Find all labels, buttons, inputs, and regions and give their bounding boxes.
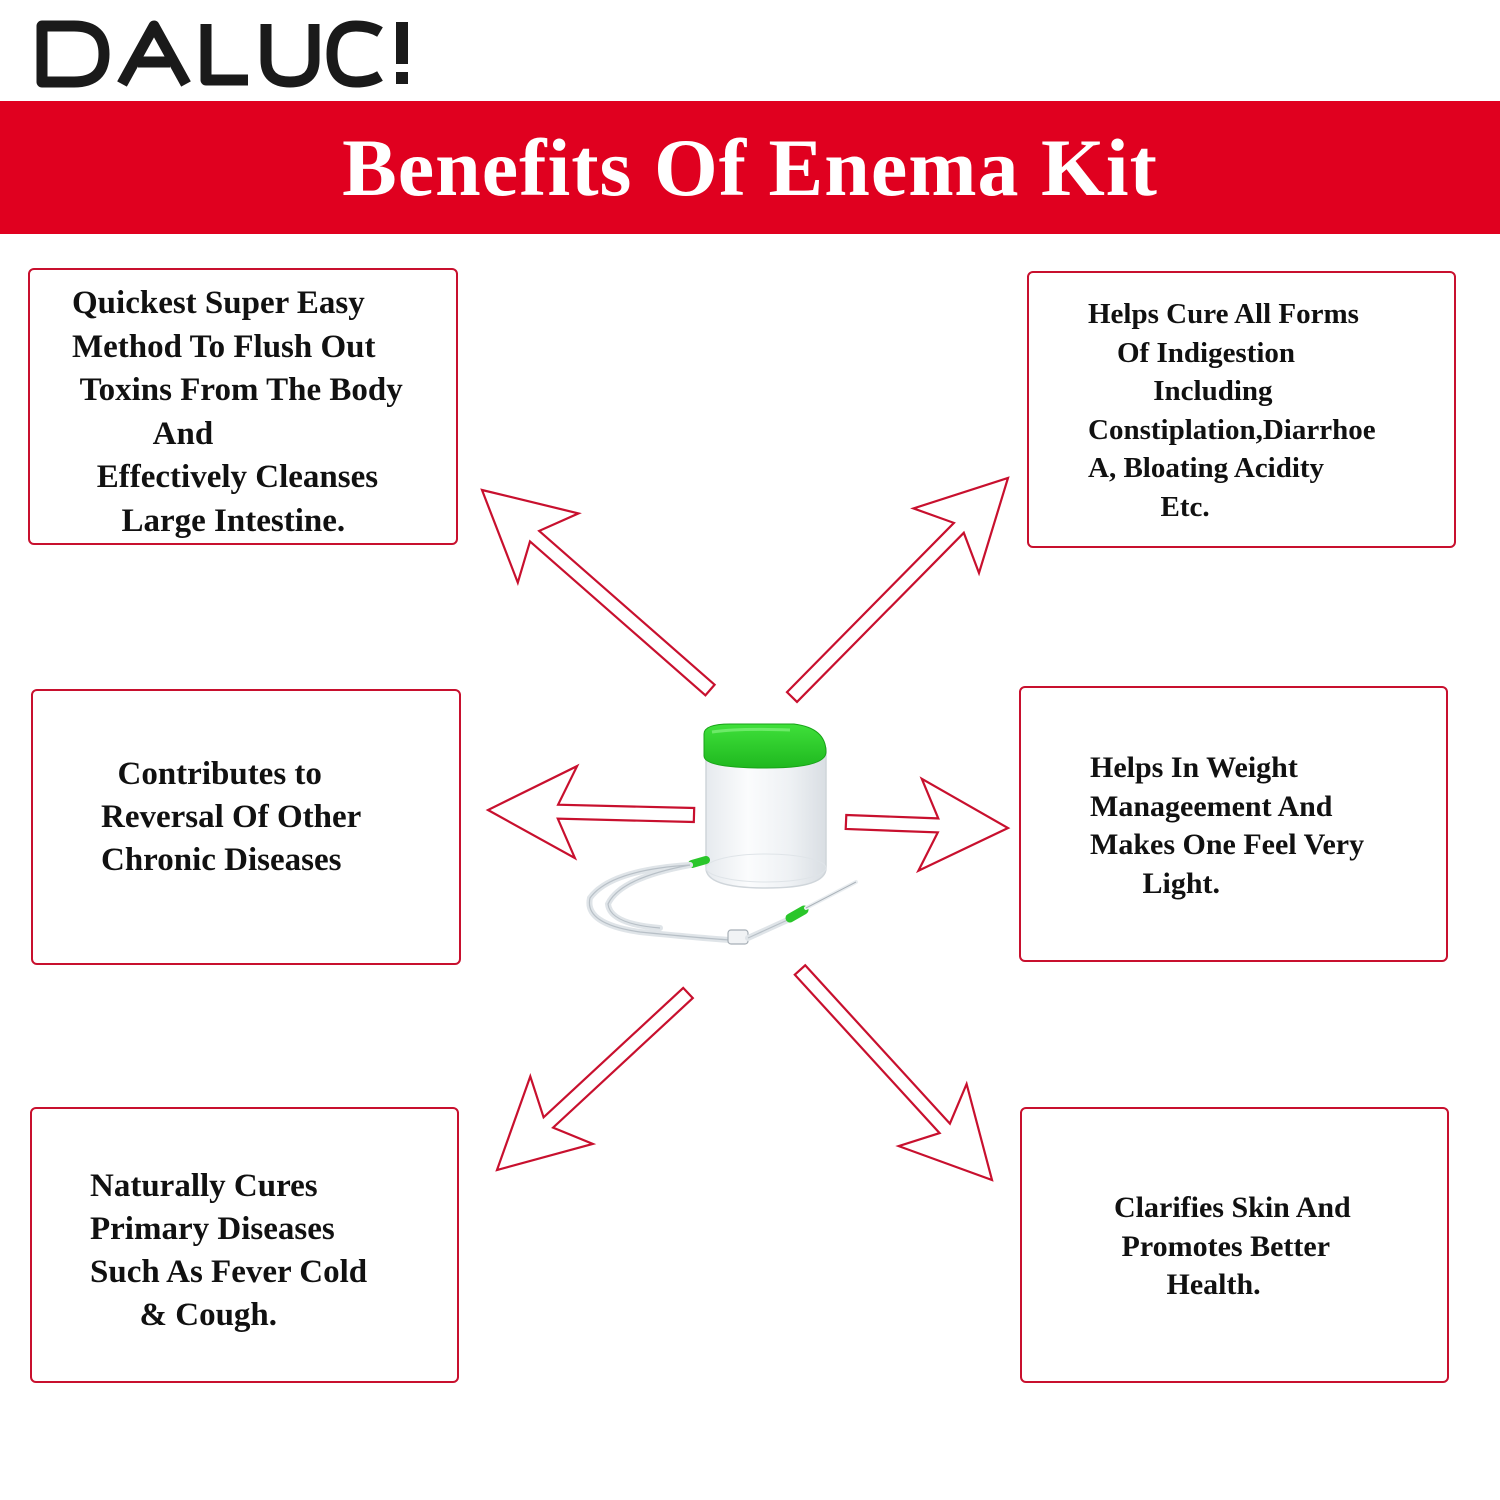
enema-kit-image [586,723,858,945]
benefit-box-primary-diseases: Naturally Cures Primary Diseases Such As… [30,1107,459,1383]
benefit-text: Helps Cure All Forms Of Indigestion Incl… [1088,298,1376,523]
benefit-box-indigestion: Helps Cure All Forms Of Indigestion Incl… [1027,271,1456,548]
benefit-text: Contributes to Reversal Of Other Chronic… [101,756,362,878]
arrow-to-weight [844,776,1011,874]
benefit-text: Clarifies Skin And Promotes Better Healt… [1114,1191,1351,1301]
benefit-box-flush-toxins: Quickest Super Easy Method To Flush Out … [28,268,458,545]
benefit-box-chronic-diseases: Contributes to Reversal Of Other Chronic… [31,689,461,965]
benefit-box-skin: Clarifies Skin And Promotes Better Healt… [1020,1107,1449,1383]
arrow-to-skin [793,963,994,1182]
benefit-text: Quickest Super Easy Method To Flush Out … [72,285,403,539]
benefit-text: Naturally Cures Primary Diseases Such As… [90,1168,368,1333]
title-banner: Benefits Of Enema Kit [0,101,1500,234]
page-title: Benefits Of Enema Kit [342,121,1158,213]
arrow-to-primary-diseases [495,986,695,1172]
arrow-to-flush-toxins [480,488,717,697]
arrow-to-indigestion [785,476,1010,704]
arrow-to-chronic-diseases [485,763,696,861]
benefit-box-weight: Helps In Weight Manageement And Makes On… [1019,686,1448,962]
daluci-logo [36,20,408,88]
benefit-text: Helps In Weight Manageement And Makes On… [1090,751,1365,900]
